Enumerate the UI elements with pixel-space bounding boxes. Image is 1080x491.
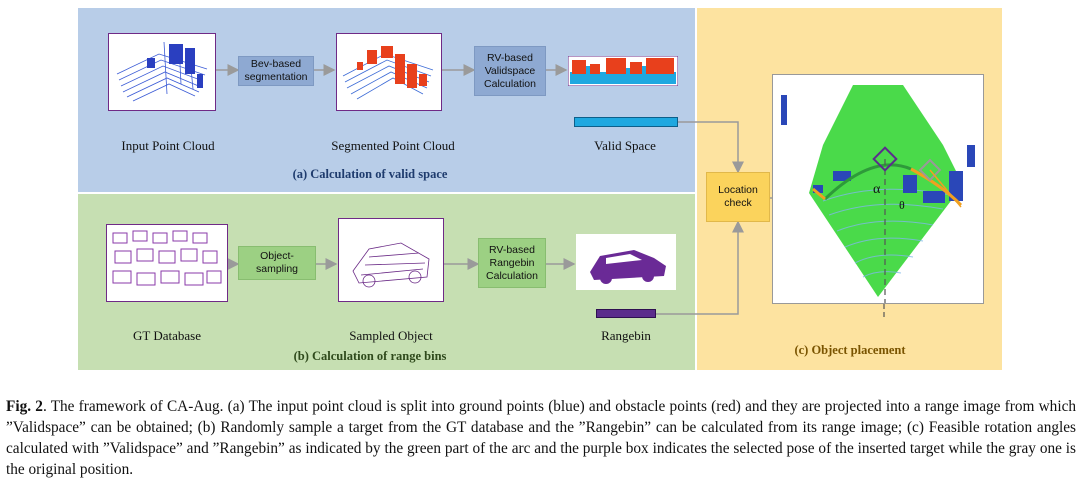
step-label-line: check [724, 197, 752, 209]
object-placement-image: α θ [772, 74, 984, 304]
figure-caption-text: . The framework of CA-Aug. (a) The input… [6, 398, 1077, 478]
step-label-line: Calculation [484, 77, 536, 90]
step-label-line: Rangebin [489, 256, 535, 269]
rangebin-range-image [576, 234, 676, 290]
panel-b-title: (b) Calculation of range bins [293, 349, 447, 363]
segmented-point-cloud-image [336, 33, 442, 111]
rangebin-bar [596, 309, 656, 318]
step-label-line: segmentation [244, 71, 308, 83]
panel-a-title: (a) Calculation of valid space [292, 167, 448, 181]
step-label-line: Calculation [486, 269, 538, 282]
caption-sampled-object: Sampled Object [349, 328, 433, 343]
step-label-line: Object- [260, 250, 294, 262]
step-label-line: Location [718, 184, 758, 196]
valid-space-range-image [567, 55, 679, 87]
figure-caption: Fig. 2. The framework of CA-Aug. (a) The… [6, 396, 1076, 480]
object-sampling-step: Object-sampling [238, 246, 316, 280]
caption-segmented-point-cloud: Segmented Point Cloud [331, 138, 455, 153]
alpha-label: α [873, 182, 881, 197]
step-label-line: Bev-based [250, 58, 302, 70]
theta-label: θ [899, 198, 905, 212]
caption-valid-space: Valid Space [594, 138, 656, 153]
caption-gt-database: GT Database [133, 328, 201, 343]
panel-c-title: (c) Object placement [794, 343, 906, 357]
figure-label: Fig. 2 [6, 398, 43, 415]
input-point-cloud-image [108, 33, 216, 111]
gt-database-image [106, 224, 228, 302]
step-label-line: RV-based [489, 243, 535, 256]
step-label-line: Validspace [484, 64, 536, 77]
caption-input-point-cloud: Input Point Cloud [121, 138, 215, 153]
valid-space-bar [574, 117, 678, 127]
connector-arrows [216, 64, 810, 315]
step-label-line: sampling [255, 263, 299, 275]
caption-rangebin: Rangebin [601, 328, 651, 343]
step-label-line: RV-based [487, 51, 533, 64]
vertical-dashed-line [883, 304, 885, 318]
sampled-object-image [338, 218, 444, 302]
